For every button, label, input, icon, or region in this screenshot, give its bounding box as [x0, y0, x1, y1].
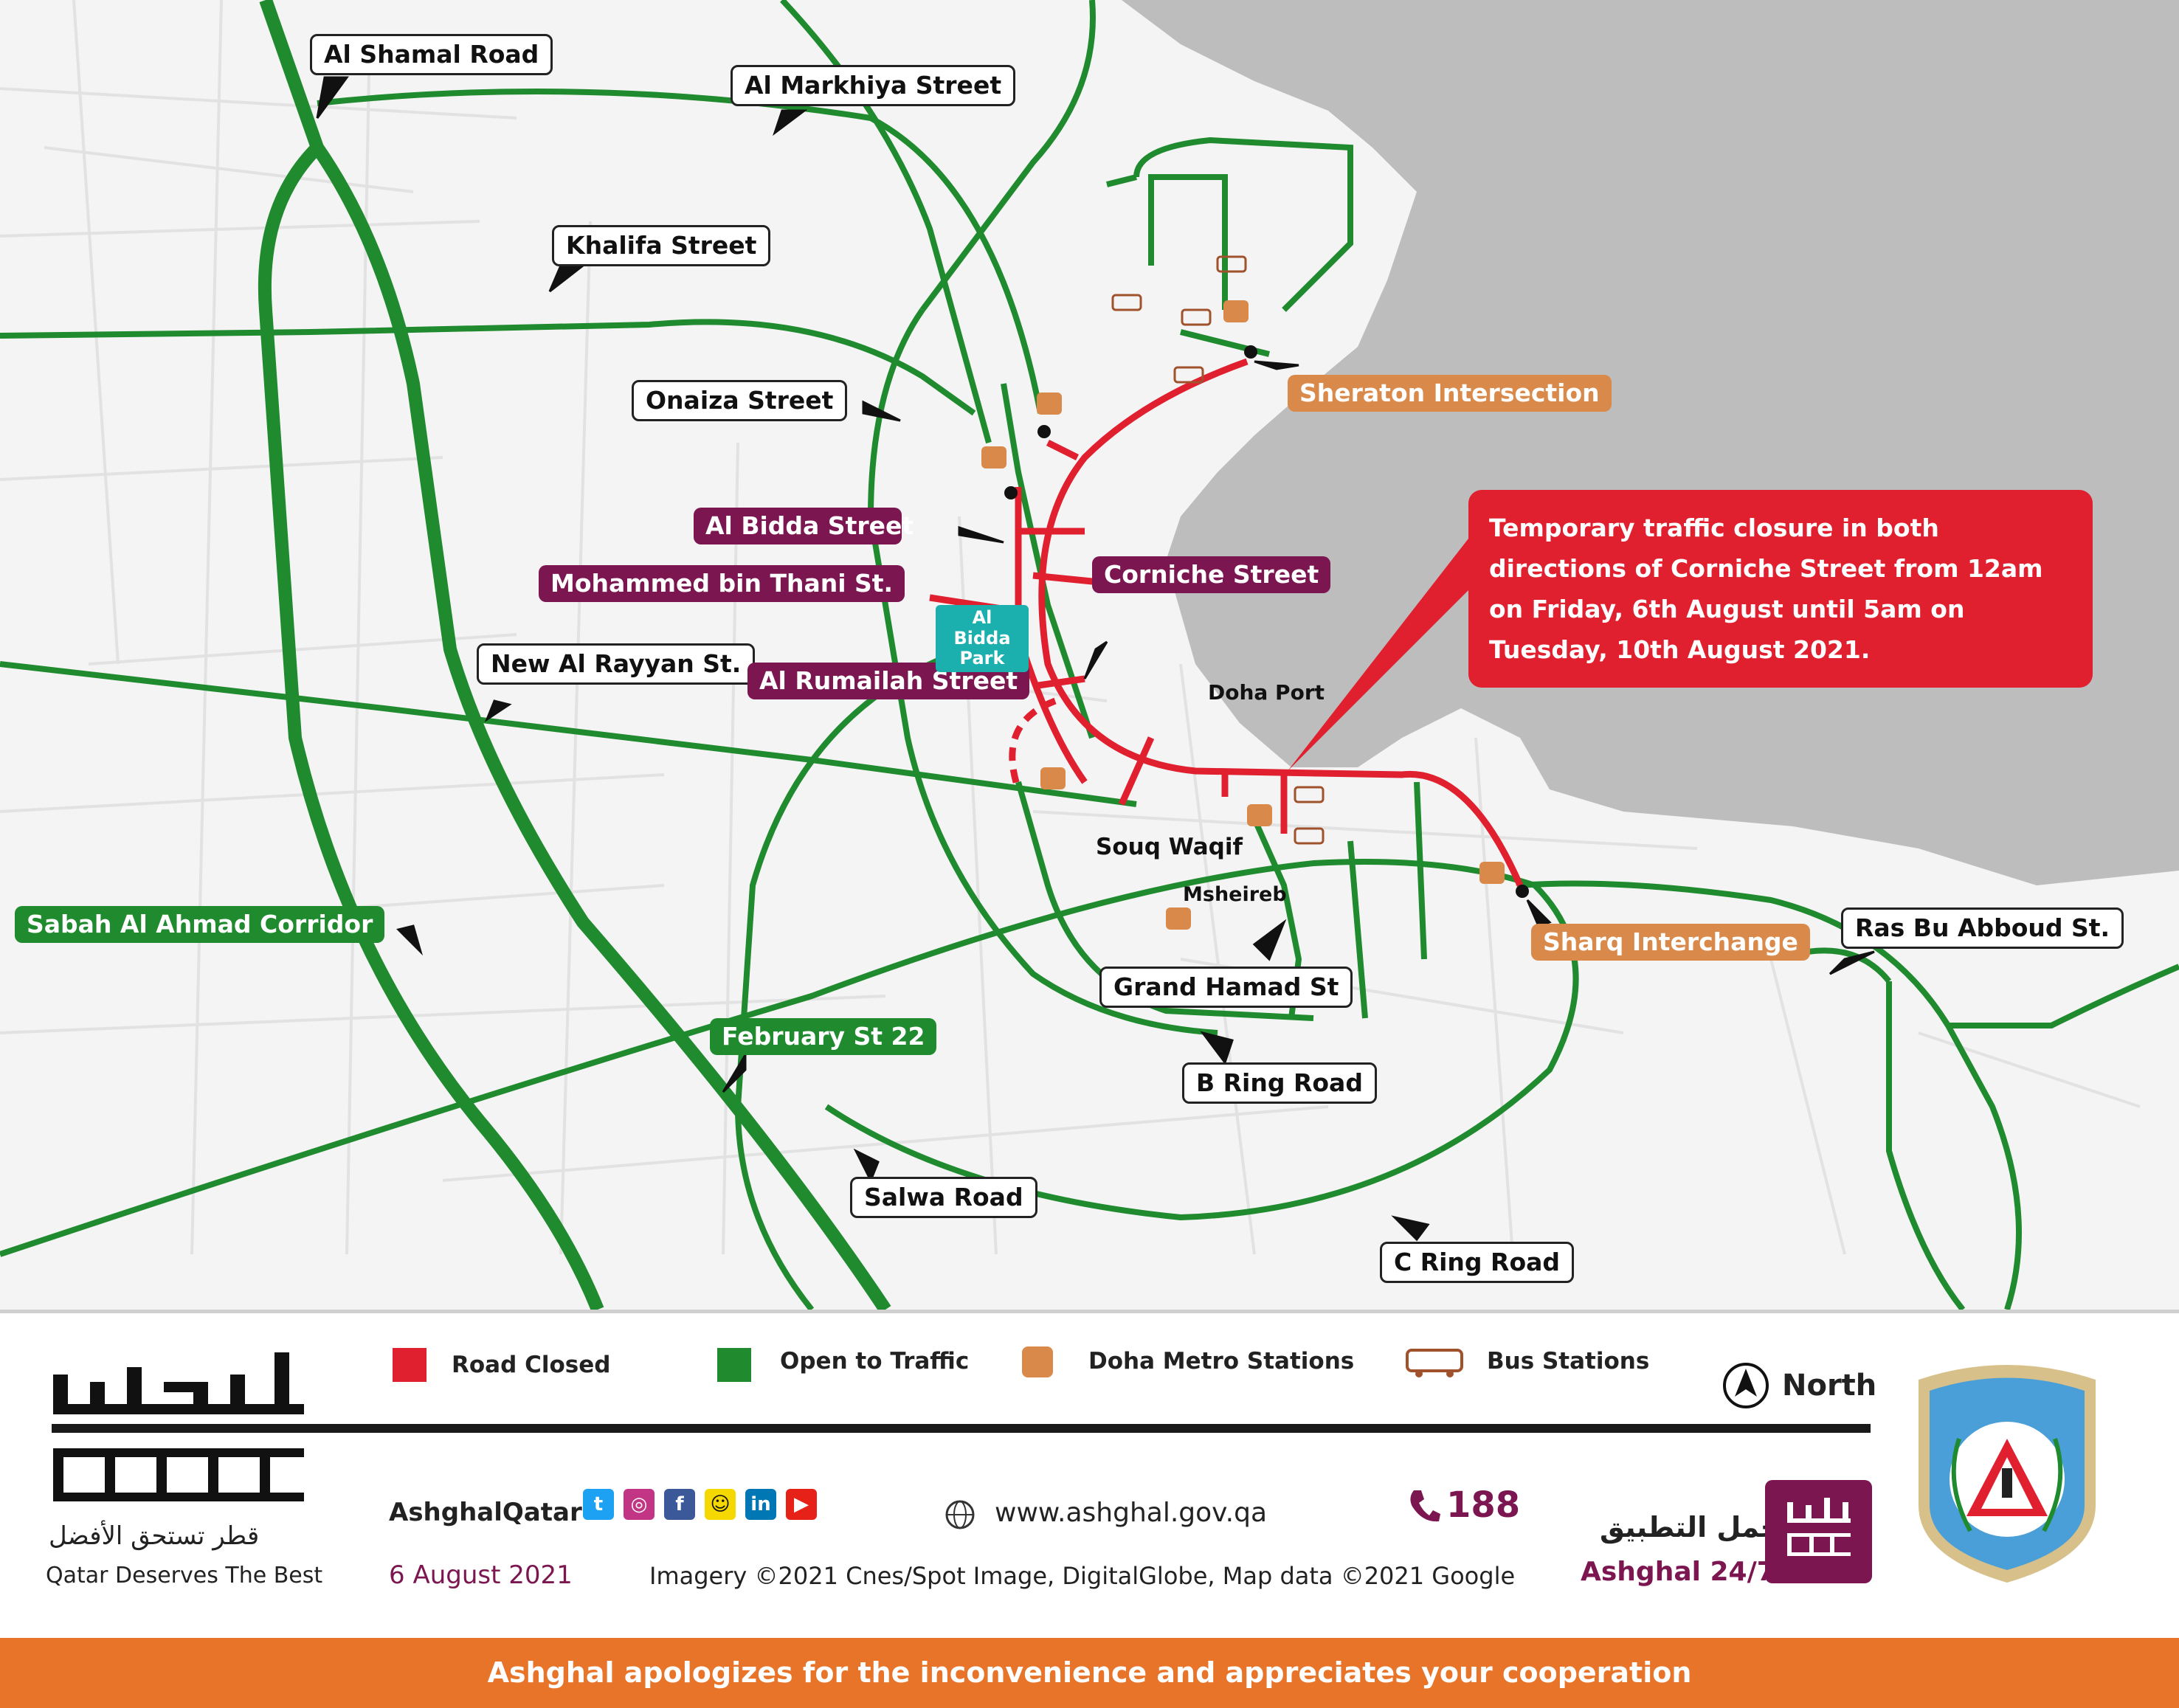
globe-icon [945, 1500, 975, 1529]
app-name: Ashghal 24/7 [1581, 1557, 1775, 1587]
label-february-st-22: February St 22 [710, 1018, 937, 1055]
label-b-ring-road: B Ring Road [1182, 1062, 1377, 1104]
map-area: Al Shamal Road Al Markhiya Street Khalif… [0, 0, 2179, 1310]
notice-pointer [1288, 539, 1476, 771]
label-c-ring-road: C Ring Road [1380, 1242, 1575, 1283]
label-al-bidda-park: Al Bidda Park [936, 605, 1029, 672]
hotline-number[interactable]: 188 [1446, 1484, 1521, 1526]
app-logo-icon [1787, 1498, 1851, 1556]
bus-icon [1406, 1349, 1463, 1377]
label-doha-port: Doha Port [1208, 680, 1325, 705]
legend-road-closed: Road Closed [452, 1352, 611, 1378]
website-link[interactable]: www.ashghal.gov.qa [995, 1498, 1268, 1528]
label-souq-waqif: Souq Waqif [1096, 834, 1243, 860]
label-sheraton-intersection: Sheraton Intersection [1288, 375, 1612, 412]
label-mohammed-bin-thani-street: Mohammed bin Thani St. [539, 565, 905, 602]
label-sharq-interchange: Sharq Interchange [1531, 924, 1810, 961]
label-onaiza-street: Onaiza Street [632, 380, 848, 421]
social-handle: AshghalQatar [389, 1498, 582, 1527]
instagram-icon[interactable]: ◎ [624, 1489, 655, 1520]
road-closed-swatch [393, 1348, 427, 1382]
phone-icon [1410, 1490, 1440, 1522]
north-arrow-icon [1723, 1363, 1769, 1408]
legend-bus: Bus Stations [1487, 1348, 1650, 1375]
legend-north: North [1782, 1369, 1877, 1403]
highways [258, 0, 891, 1310]
label-msheireb: Msheireb [1183, 883, 1287, 906]
label-new-al-rayyan-street: New Al Rayyan St. [477, 643, 756, 685]
legend-metro: Doha Metro Stations [1088, 1348, 1355, 1375]
label-ras-bu-abboud-street: Ras Bu Abboud St. [1841, 907, 2124, 949]
app-icon[interactable] [1765, 1480, 1872, 1583]
metro-station-icons [981, 300, 1505, 930]
publish-date: 6 August 2021 [389, 1560, 573, 1590]
youtube-icon[interactable]: ▶ [786, 1489, 817, 1520]
apology-banner: Ashghal apologizes for the inconvenience… [0, 1638, 2179, 1708]
label-sabah-al-ahmad-corridor: Sabah Al Ahmad Corridor [15, 906, 385, 943]
closure-notice: Temporary traffic closure in both direct… [1468, 490, 2093, 688]
label-salwa-road: Salwa Road [850, 1177, 1037, 1218]
intersection-dots [1004, 345, 1529, 898]
label-corniche-street: Corniche Street [1092, 556, 1331, 593]
label-al-bidda-street: Al Bidda Street [694, 508, 914, 544]
label-al-markhiya-street: Al Markhiya Street [731, 65, 1016, 106]
ashghal-logo-icon [53, 1352, 304, 1501]
logo-english-tagline: Qatar Deserves The Best [46, 1563, 323, 1588]
app-download-text: حمل التطبيق [1600, 1511, 1781, 1543]
sea-area [1122, 0, 2179, 885]
linkedin-icon[interactable]: in [745, 1489, 776, 1520]
snapchat-icon[interactable]: ☺ [705, 1489, 736, 1520]
twitter-icon[interactable]: t [583, 1489, 614, 1520]
logo-arabic-tagline: قطر تستحق الأفضل [49, 1521, 260, 1551]
open-traffic-swatch [717, 1348, 751, 1382]
bus-station-icons [1111, 255, 1325, 845]
legend-open-traffic: Open to Traffic [780, 1348, 970, 1375]
legend-divider [52, 1424, 1871, 1433]
label-al-shamal-road: Al Shamal Road [310, 34, 553, 75]
label-khalifa-street: Khalifa Street [552, 225, 771, 266]
label-grand-hamad-street: Grand Hamad St [1099, 967, 1353, 1008]
traffic-department-emblem-icon [1919, 1365, 2096, 1583]
imagery-credit: Imagery ©2021 Cnes/Spot Image, DigitalGl… [649, 1562, 1516, 1590]
metro-icon [1022, 1346, 1053, 1377]
facebook-icon[interactable]: f [664, 1489, 695, 1520]
